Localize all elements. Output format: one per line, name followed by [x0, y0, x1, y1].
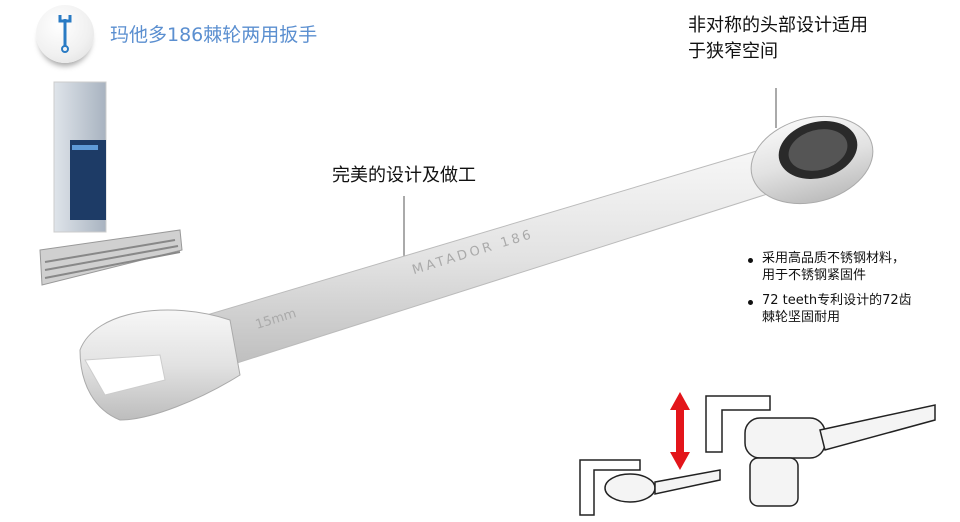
- feature-text: 棘轮坚固耐用: [762, 310, 841, 325]
- feature-text: 采用高品质不锈钢材料，: [762, 251, 906, 266]
- combination-wrench: [79, 115, 874, 421]
- feature-text: 72 teeth专利设计的72齿: [762, 293, 912, 308]
- height-arrow-icon: [670, 392, 690, 470]
- callout-workmanship: 完美的设计及做工: [332, 165, 476, 186]
- callout-line: 非对称的头部设计适用: [688, 15, 868, 36]
- feature-text: 用于不锈钢紧固件: [762, 268, 867, 283]
- package-thumbnail: [39, 81, 183, 286]
- feature-item: 采用高品质不锈钢材料， 用于不锈钢紧固件: [747, 250, 906, 284]
- wrench-badge: [36, 5, 94, 63]
- clearance-diagram: [579, 395, 936, 516]
- callout-line: 于狭窄空间: [688, 41, 778, 62]
- callout-head-design: 非对称的头部设计适用 于狭窄空间: [688, 13, 868, 65]
- page-title: 玛他多186棘轮两用扳手: [110, 24, 318, 46]
- wrench-icon: [58, 15, 72, 53]
- feature-item: 72 teeth专利设计的72齿 棘轮坚固耐用: [748, 292, 912, 326]
